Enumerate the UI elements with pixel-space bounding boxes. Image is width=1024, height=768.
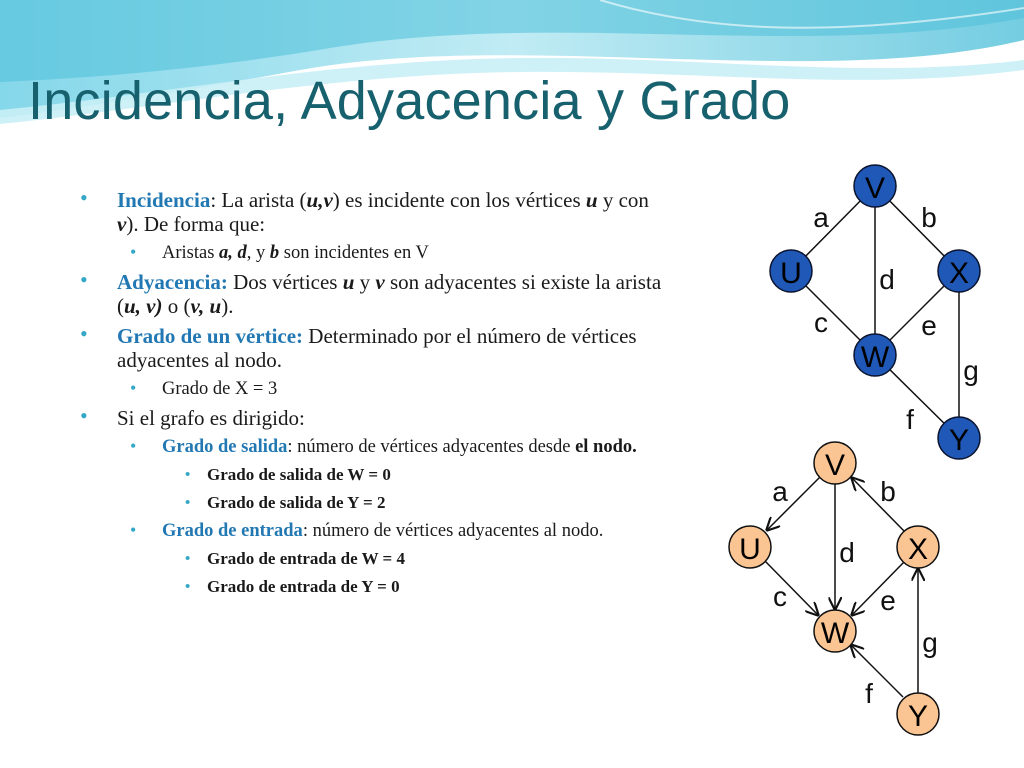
text: Aristas [162,243,220,263]
pair-vu: v, u [190,294,222,318]
node-x-label: X [908,533,928,566]
arc-label-c: c [773,581,787,612]
arc-label-b: b [880,476,896,507]
text: y con [597,188,649,212]
text: son adyacentes si existe la arista ( [117,270,662,318]
arc-label-e: e [880,585,896,616]
vertex-u: u [342,270,355,294]
arc-label-f: f [865,678,873,709]
sub-bullet-aristas: Aristas a, d, y b son incidentes en V [80,241,670,264]
undirected-graph: V U X W Y a b d c e g f [769,164,981,460]
node-x: X [937,249,981,293]
node-y-label: Y [908,700,928,733]
edge-label-a: a [813,202,829,233]
arc-c [764,560,818,615]
arc-label-a: a [772,476,788,507]
text: ) es incidente con los vértices [332,188,586,212]
text: , y [246,243,270,263]
term-adyacencia: Adyacencia: [117,270,228,294]
bullet-incidencia: Incidencia: La arista (u,v) es incidente… [80,186,670,236]
bullet-list: Incidencia: La arista (u,v) es incidente… [80,186,670,604]
node-y-label: Y [949,424,969,457]
edge-label-c: c [814,307,828,338]
node-u: U [769,249,813,293]
arc-f [851,645,904,698]
term-grado-entrada: Grado de entrada [162,521,303,541]
node-v-label: V [865,172,885,205]
item-salida-y: Grado de salida de Y = 2 [80,492,670,514]
node-y: Y [896,692,940,736]
sub-bullet-grado-x: Grado de X = 3 [80,377,670,400]
sub-bullet-grado-salida: Grado de salida: número de vértices adya… [80,435,670,458]
edges-ad: a, d [219,243,247,263]
node-y: Y [937,416,981,460]
text: ). [221,294,234,318]
text: o ( [162,294,191,318]
arc-b [852,478,906,533]
node-w-label: W [821,617,850,650]
pair-uv: u, v) [124,294,163,318]
text: : número de vértices adyacentes al nodo. [302,521,604,541]
text: Dos vértices [227,270,343,294]
vertex-v: v [375,270,385,294]
node-w: W [813,609,857,653]
node-v: V [813,441,857,485]
edge-label-f: f [906,404,914,435]
text-bold: el nodo. [575,437,637,457]
header-wave-background [0,0,1024,130]
directed-graph: V U X W Y a b d c e g f [728,441,940,736]
item-salida-w: Grado de salida de W = 0 [80,464,670,486]
edge-label-d: d [879,264,895,295]
node-w-label: W [861,341,890,374]
term-incidencia: Incidencia [117,188,211,212]
node-u: U [728,525,772,569]
node-x-label: X [949,257,969,290]
sub-bullet-grado-entrada: Grado de entrada: número de vértices ady… [80,519,670,542]
arc-e [852,561,905,615]
bullet-adyacencia: Adyacencia: Dos vértices u y v son adyac… [80,268,670,318]
bullet-dirigido: Si el grafo es dirigido: [80,404,670,430]
item-entrada-w: Grado de entrada de W = 4 [80,548,670,570]
text: y [354,270,376,294]
edge-b: b [269,243,280,263]
node-u-label: U [739,533,761,566]
node-x: X [896,525,940,569]
arc-a [767,476,821,530]
node-u-label: U [780,257,802,290]
term-grado-salida: Grado de salida [162,437,288,457]
text: Determinado por el número de vértices ad… [117,324,637,372]
text: son incidentes en V [279,243,429,263]
node-v-label: V [825,449,845,482]
arc-label-d: d [839,537,855,568]
text: ). De forma que: [126,212,266,236]
edge-label-e: e [921,310,937,341]
vertex-v: v [117,212,127,236]
page-title: Incidencia, Adyacencia y Grado [28,71,791,131]
vertex-u: u [585,188,598,212]
term-grado: Grado de un vértice: [117,324,304,348]
edge-label-b: b [921,202,937,233]
item-entrada-y: Grado de entrada de Y = 0 [80,576,670,598]
arc-label-g: g [922,627,938,658]
node-w: W [853,333,897,377]
edge-uv: u,v [306,188,333,212]
edge-label-g: g [963,355,979,386]
node-v: V [853,164,897,208]
bullet-grado: Grado de un vértice: Determinado por el … [80,322,670,372]
text: : La arista ( [210,188,307,212]
text: : número de vértices adyacentes desde [287,437,576,457]
